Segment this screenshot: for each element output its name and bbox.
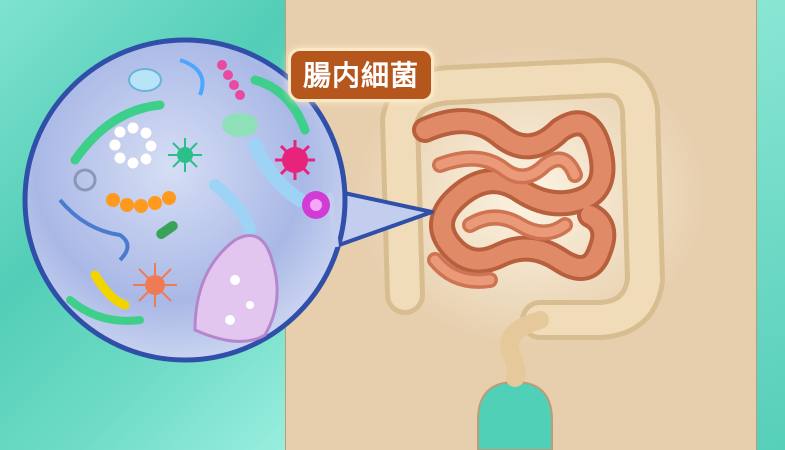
blue-oval (129, 69, 161, 91)
leg-opening (478, 382, 552, 450)
green-capsule (222, 113, 258, 137)
green-star-bacterium (168, 138, 202, 172)
orange-star-bacterium (133, 263, 177, 307)
intestinal-bacteria-label: 腸内細菌 (288, 48, 434, 102)
magenta-flower-bacterium (302, 191, 330, 219)
pink-star-bacterium (275, 140, 315, 180)
